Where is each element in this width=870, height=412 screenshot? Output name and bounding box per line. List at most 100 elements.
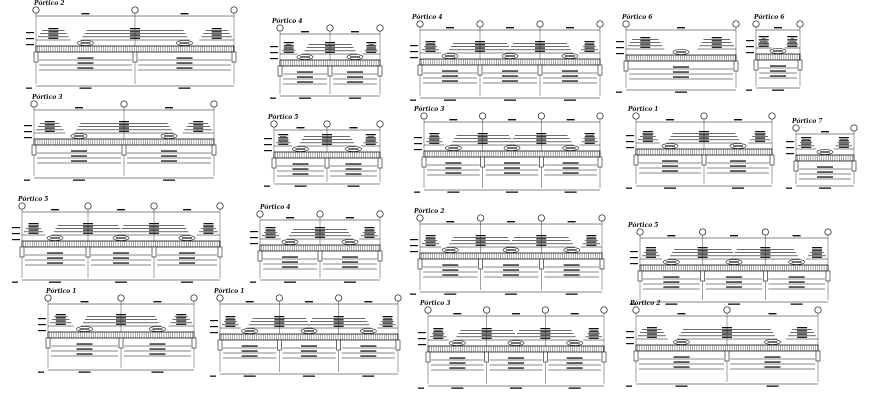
rebar-label xyxy=(540,334,551,336)
column xyxy=(793,160,799,172)
rebar-label xyxy=(28,232,39,234)
axis-marker xyxy=(376,24,384,32)
section-label xyxy=(564,99,576,101)
rebar-label xyxy=(442,274,459,276)
rebar-label xyxy=(699,131,709,133)
level-label xyxy=(410,57,418,59)
beam-tag-text xyxy=(345,241,355,243)
rebar-label xyxy=(562,70,578,72)
rebar-label xyxy=(333,325,344,327)
rebar-label xyxy=(55,317,66,319)
rebar-label xyxy=(711,43,722,45)
beam-tag-text xyxy=(348,148,359,150)
rebar-label xyxy=(563,264,580,266)
beam-elevation-drawing xyxy=(626,306,822,387)
beam-tag-text xyxy=(448,147,459,149)
rebar-label xyxy=(28,226,39,228)
beam-tag-text xyxy=(566,249,577,251)
axis-marker xyxy=(752,20,760,28)
beam-tag-text xyxy=(50,237,60,239)
section-label xyxy=(284,281,296,283)
level-label xyxy=(38,318,46,320)
frame-portico-1-b: Pórtico 1 xyxy=(34,288,200,376)
beam-tag-text xyxy=(152,328,163,330)
rebar-label xyxy=(536,133,547,135)
column xyxy=(421,156,427,168)
rebar-label xyxy=(584,41,595,43)
rebar-label xyxy=(584,139,595,141)
column xyxy=(597,64,603,76)
level-label xyxy=(250,231,258,233)
axis-marker xyxy=(335,294,343,302)
base-label xyxy=(24,179,30,181)
axis-marker xyxy=(636,228,644,236)
rebar-label xyxy=(645,253,656,255)
dimension-text xyxy=(75,107,83,109)
base-label xyxy=(250,281,256,283)
dimension-text xyxy=(117,209,125,211)
rebar-label xyxy=(838,137,849,139)
dimension-text xyxy=(364,301,373,303)
frame-title: Pórtico 3 xyxy=(414,106,445,113)
rebar-label xyxy=(642,140,653,142)
level-label xyxy=(38,330,46,332)
level-label xyxy=(414,143,422,145)
section-label xyxy=(151,371,164,373)
column xyxy=(217,246,223,258)
axis-marker xyxy=(416,20,424,28)
frame-title: Pórtico 2 xyxy=(630,300,661,307)
rebar-label xyxy=(477,136,488,138)
beam xyxy=(273,151,381,159)
rebar-label xyxy=(788,276,805,278)
rebar-label xyxy=(161,155,177,157)
frame-title: Pórtico 1 xyxy=(628,106,659,113)
rebar-label xyxy=(812,256,823,258)
level-label xyxy=(38,324,46,326)
axis-marker xyxy=(824,228,832,236)
rebar-label xyxy=(445,172,462,174)
dimension-text xyxy=(677,313,686,315)
rebar-label xyxy=(508,357,524,359)
level-label xyxy=(626,147,634,149)
beam xyxy=(47,331,195,339)
frame-title: Pórtico 7 xyxy=(792,118,823,125)
rebar-label xyxy=(366,42,377,44)
dimension-text xyxy=(346,217,354,219)
rebar-label xyxy=(801,140,812,142)
rebar-label xyxy=(425,235,436,237)
rebar-label xyxy=(116,323,126,325)
rebar-label xyxy=(119,121,129,123)
dimension-text xyxy=(446,27,454,29)
rebar-label xyxy=(722,336,732,338)
rebar-label xyxy=(301,350,317,352)
axis-marker xyxy=(326,24,334,32)
axis-marker xyxy=(416,214,424,222)
beam-elevation-drawing xyxy=(616,20,740,93)
rebar-label xyxy=(475,50,485,52)
rebar-label xyxy=(535,47,545,49)
rebar-label xyxy=(764,356,781,358)
rebar-label xyxy=(149,348,166,350)
level-label xyxy=(746,40,754,42)
dimension-text xyxy=(351,31,359,33)
rebar-label xyxy=(71,160,87,162)
rebar-label xyxy=(502,70,518,72)
rebar-label xyxy=(645,247,656,249)
base-label xyxy=(12,281,18,283)
rebar-label xyxy=(71,150,87,152)
rebar-label xyxy=(760,256,771,258)
rebar-label xyxy=(382,316,393,318)
dimension-text xyxy=(245,301,254,303)
axis-marker xyxy=(117,294,125,302)
beam-tag-text xyxy=(182,237,192,239)
beam xyxy=(33,138,215,146)
rebar-label xyxy=(536,136,547,138)
rebar-label xyxy=(149,343,166,345)
rebar-label xyxy=(322,137,332,139)
rebar-label xyxy=(193,130,204,132)
rebar-label xyxy=(119,127,129,129)
frame-title: Pórtico 5 xyxy=(268,114,299,121)
rebar-label xyxy=(333,322,344,324)
rebar-label xyxy=(584,136,595,138)
rebar-label xyxy=(797,336,808,338)
